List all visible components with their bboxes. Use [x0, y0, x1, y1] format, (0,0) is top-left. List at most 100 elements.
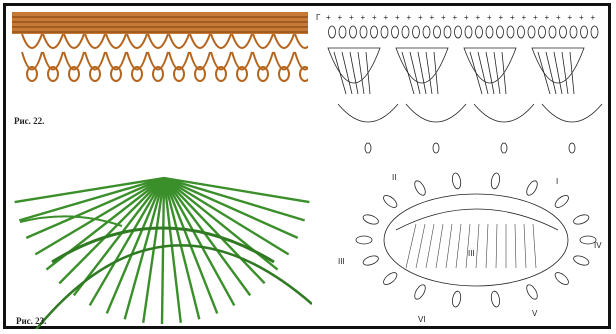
motif-petal [525, 283, 540, 301]
stitch-symbol: + [326, 13, 331, 22]
motif-petal [490, 291, 501, 308]
shell-hatch [434, 52, 438, 94]
green-fan-image [12, 154, 312, 329]
stitch-oval [423, 26, 430, 38]
stitch-oval [486, 26, 493, 38]
motif-chart-svg: III III IV II I VI V [336, 168, 608, 328]
picot [365, 143, 371, 153]
stitch-symbol: + [556, 13, 561, 22]
shell-hatch [470, 52, 482, 94]
picot [501, 143, 507, 153]
shell-hatch [546, 52, 556, 94]
shell-hatch [418, 52, 426, 94]
stitch-oval [392, 26, 399, 38]
stitch-symbol: + [522, 13, 527, 22]
motif-hatch-line [426, 224, 434, 268]
stitch-symbol: + [349, 13, 354, 22]
picot-arch [474, 104, 534, 122]
shell-motif [532, 48, 584, 83]
stitch-symbol: + [418, 13, 423, 22]
shell-hatch [538, 52, 550, 94]
shell-hatch [562, 52, 568, 94]
lace-loop [43, 34, 63, 48]
lace-loop [22, 34, 42, 48]
shell-hatch [350, 52, 358, 94]
stitch-oval [581, 26, 588, 38]
motif-petal [362, 254, 380, 267]
motif-petal [572, 254, 590, 267]
shell-hatch [426, 52, 432, 94]
top-left-mark: II [392, 173, 396, 182]
stitch-oval [381, 26, 388, 38]
stitch-oval [570, 26, 577, 38]
lace-loop [148, 34, 168, 48]
copper-lace-image [12, 12, 308, 108]
fig23-caption: Рис. 23. [16, 316, 46, 326]
fig22-caption: Рис. 22. [14, 116, 44, 126]
motif-hatch-line [456, 224, 461, 268]
motif-petal [356, 236, 372, 244]
shell-hatch [342, 52, 352, 94]
lace-loop [253, 34, 273, 48]
motif-hatch-line [533, 224, 536, 268]
motif-hatch-line [486, 224, 488, 268]
shell-hatch [402, 52, 414, 94]
motif-petal [382, 193, 399, 209]
shell-hatch [570, 52, 574, 94]
lace-loop [232, 34, 252, 48]
stitch-oval [329, 26, 336, 38]
motif-petal [572, 213, 590, 226]
picot-arch [406, 104, 466, 122]
shell-motif [396, 48, 448, 83]
motif-petal [451, 172, 462, 189]
stitch-symbol: + [487, 13, 492, 22]
stitch-oval [560, 26, 567, 38]
shell-hatch [366, 52, 370, 94]
lace-loop [295, 34, 308, 48]
lace-loop [169, 34, 189, 48]
stitch-oval [339, 26, 346, 38]
stitch-oval [528, 26, 535, 38]
lace-loop [211, 34, 231, 48]
shell-hatch [334, 52, 346, 94]
picot-arch [542, 104, 602, 122]
fan-photo: Рис. 23. [12, 154, 312, 329]
stitch-oval [402, 26, 409, 38]
motif-petal [362, 213, 380, 226]
stitch-oval [360, 26, 367, 38]
stitch-symbol: + [407, 13, 412, 22]
lace-loop [64, 34, 84, 48]
lace-loop [106, 34, 126, 48]
motif-petal [490, 172, 501, 189]
lace-loop [85, 34, 105, 48]
motif-hatch-line [446, 224, 452, 268]
stitch-symbol: + [361, 13, 366, 22]
stitch-oval [549, 26, 556, 38]
stitch-oval [413, 26, 420, 38]
shell-hatch [358, 52, 364, 94]
stitch-oval [455, 26, 462, 38]
motif-chart: III III IV II I VI V [336, 168, 608, 328]
stitch-symbol: + [453, 13, 458, 22]
motif-petal [413, 283, 428, 301]
shell-motif [328, 48, 380, 83]
stitch-symbol: + [476, 13, 481, 22]
stitch-symbol: + [395, 13, 400, 22]
top-right-mark: I [556, 177, 558, 186]
motif-hatch-line [496, 224, 497, 268]
shell-hatch [554, 52, 562, 94]
stitch-symbol: + [579, 13, 584, 22]
shell-motif [464, 48, 516, 83]
motif-petal [553, 270, 570, 286]
stitch-symbol: + [510, 13, 515, 22]
shell-hatch [410, 52, 420, 94]
motif-hatch-line [416, 224, 425, 268]
shell-hatch [486, 52, 494, 94]
figure-frame: Рис. 22. Г ++++++++++++++++++++++++ Рис.… [3, 3, 611, 329]
shell-hatch [502, 52, 506, 94]
stitch-oval [465, 26, 472, 38]
stitch-oval [444, 26, 451, 38]
stitch-symbol: + [568, 13, 573, 22]
picot [433, 143, 439, 153]
center-mark: III [468, 249, 475, 258]
